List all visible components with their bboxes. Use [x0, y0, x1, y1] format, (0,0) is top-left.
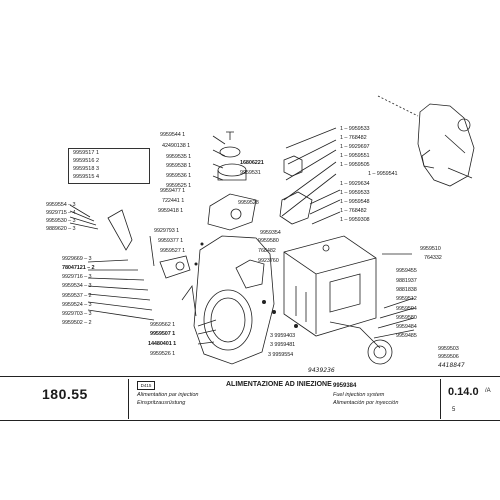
- part-label: 9889620 – 3: [46, 226, 76, 232]
- part-label: 764332: [424, 255, 442, 261]
- part-label: 9959530 – 3: [46, 218, 76, 224]
- part-label: 1 – 9959505: [340, 162, 370, 168]
- part-label: 1 – 9959533: [340, 190, 370, 196]
- part-label: 9959537 – 2: [62, 293, 92, 299]
- box-code: D415: [137, 381, 155, 390]
- part-label: 9959504: [396, 306, 417, 312]
- reference-code: 9959384: [333, 383, 357, 389]
- footer-bottom-rule: [0, 420, 500, 421]
- handwritten-note: 9439236: [308, 367, 335, 374]
- part-label: 14480401 1: [148, 341, 177, 347]
- part-label: 9959354: [260, 230, 281, 236]
- part-label: 1 – 9929697: [340, 144, 370, 150]
- part-label: 9959538 1: [166, 163, 192, 169]
- part-label: 9959377 1: [158, 238, 184, 244]
- part-label: 9959526 1: [150, 351, 176, 357]
- part-label: 9959544 1: [160, 132, 186, 138]
- part-label: 9959455: [396, 268, 417, 274]
- part-label: 9929703 – 3: [62, 311, 92, 317]
- section-code-suffix: /A: [485, 388, 491, 394]
- part-label: 9959484: [396, 324, 417, 330]
- part-label: 9959524 – 3: [62, 302, 92, 308]
- part-label: 9929793 1: [154, 228, 180, 234]
- section-title-en: Fuel injection system: [333, 392, 385, 398]
- handwritten-note: 4418847: [438, 362, 465, 369]
- part-label: 722441 1: [162, 198, 185, 204]
- part-label: 9959528: [238, 200, 259, 206]
- sheet-number: 5: [452, 407, 456, 413]
- part-label: 9929715 – 4: [46, 210, 76, 216]
- page-number: 180.55: [42, 386, 88, 402]
- part-label: 9881838: [396, 287, 417, 293]
- footer-divider: [440, 379, 441, 419]
- section-code: 0.14.0: [448, 386, 479, 398]
- footer-divider: [128, 379, 129, 419]
- part-label: 9959536 1: [166, 173, 192, 179]
- part-label: 9959485: [396, 333, 417, 339]
- part-label: 9959535 1: [166, 154, 192, 160]
- part-label: 9959503: [438, 346, 459, 352]
- part-label: 9959554 – 3: [46, 202, 76, 208]
- part-label: 78047121 – 2: [62, 265, 95, 271]
- part-label: 9929716 – 3: [62, 274, 92, 280]
- part-label: 1 – 768482: [340, 135, 367, 141]
- exploded-view-drawing: [69, 95, 475, 365]
- part-label: 1 – 9929634: [340, 181, 370, 187]
- part-label: 768482: [258, 248, 276, 254]
- part-label: 9959580: [396, 315, 417, 321]
- section-title-es: Alimentación por inyección: [333, 400, 399, 406]
- part-label: 9959534 – 3: [62, 283, 92, 289]
- footer-top-rule: [0, 376, 500, 377]
- part-label: 9959418 1: [158, 208, 184, 214]
- part-label: 3 9959403: [270, 333, 296, 339]
- inset-row: 9959518 3: [73, 166, 100, 172]
- part-label: 9959580: [258, 238, 279, 244]
- part-label: 16806221: [240, 160, 264, 166]
- section-title-fr: Alimentation par injection: [137, 392, 199, 398]
- part-label: 1 – 768482: [340, 208, 367, 214]
- part-label: 1 – 9959548: [340, 199, 370, 205]
- inset-row: 9959516 2: [73, 158, 100, 164]
- part-label: 9959502 – 2: [62, 320, 92, 326]
- part-label: 1 – 9959541: [368, 171, 398, 177]
- part-label: 42490138 1: [162, 143, 191, 149]
- part-label: 9959527 1: [160, 248, 186, 254]
- part-label: 1 – 9959533: [340, 126, 370, 132]
- section-title-de: Einspritzausrüstung: [137, 400, 186, 406]
- part-label: 9929669 – 3: [62, 256, 92, 262]
- part-label: 9881937: [396, 278, 417, 284]
- part-label: 9923760: [258, 258, 279, 264]
- part-label: 9959525 1: [166, 183, 192, 189]
- part-label: 9959477 1: [160, 188, 186, 194]
- section-title: ALIMENTAZIONE AD INIEZIONE: [226, 381, 332, 388]
- part-label: 9959512: [396, 296, 417, 302]
- parts-inset-box: 9959517 1 9959516 2 9959518 3 9959515 4: [68, 148, 150, 184]
- part-label: 3 9959481: [270, 342, 296, 348]
- inset-row: 9959517 1: [73, 150, 100, 156]
- part-label: 1 – 9959551: [340, 153, 370, 159]
- part-label: 1 – 9959308: [340, 217, 370, 223]
- inset-row: 9959515 4: [73, 174, 100, 180]
- part-label: 9959562 1: [150, 322, 176, 328]
- part-label: 9959531: [240, 170, 261, 176]
- part-label: 3 9959554: [268, 352, 294, 358]
- part-label: 9959506: [438, 354, 459, 360]
- part-label: 9959510: [420, 246, 441, 252]
- part-label: 9959507 1: [150, 331, 176, 337]
